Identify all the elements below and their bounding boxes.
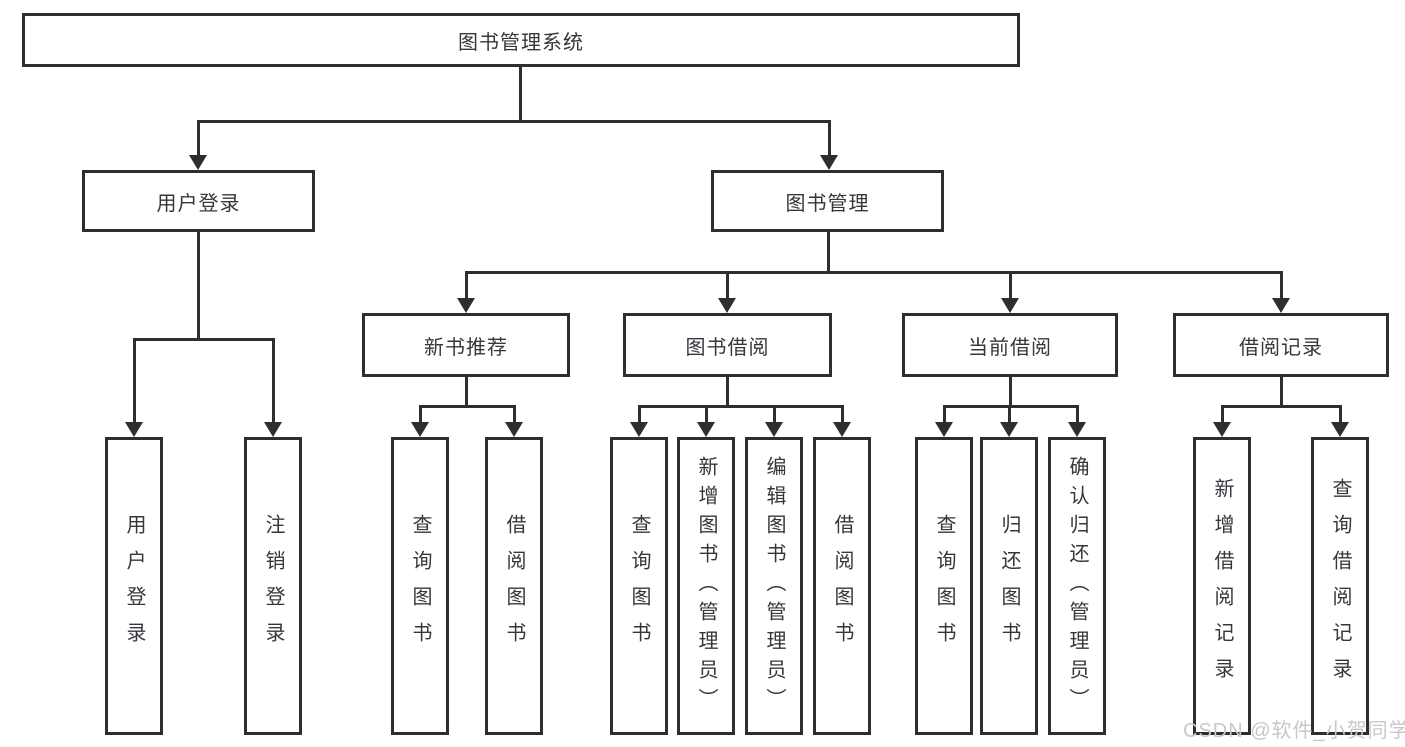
leaf-label: 用户登录	[123, 514, 145, 658]
connector-drop	[513, 405, 516, 424]
node-label: 借阅记录	[1239, 336, 1323, 359]
connector-rail	[419, 405, 516, 408]
leaf-label: 编辑图书（管理员）	[763, 455, 785, 717]
arrowhead-down-icon	[1001, 298, 1019, 313]
node-new-book-recommend: 新书推荐	[362, 313, 570, 377]
connector-rail	[197, 120, 831, 123]
node-label: 图书管理	[785, 192, 870, 215]
arrowhead-down-icon	[505, 422, 523, 437]
arrowhead-down-icon	[833, 422, 851, 437]
connector-drop	[465, 271, 468, 300]
connector-rail	[133, 338, 275, 341]
node-library-management-system: 图书管理系统	[22, 13, 1020, 67]
leaf-confirm-return-admin: 确认归还（管理员）	[1048, 437, 1106, 735]
node-label: 用户登录	[156, 192, 241, 215]
connector-drop	[419, 405, 422, 424]
arrowhead-down-icon	[1272, 298, 1290, 313]
connector-rail	[465, 271, 1283, 274]
arrowhead-down-icon	[765, 422, 783, 437]
leaf-query-book-3: 查询图书	[915, 437, 973, 735]
arrowhead-down-icon	[820, 155, 838, 170]
leaf-edit-book-admin: 编辑图书（管理员）	[745, 437, 803, 735]
leaf-query-book-2: 查询图书	[610, 437, 668, 735]
arrowhead-down-icon	[264, 422, 282, 437]
connector-drop	[638, 405, 641, 424]
leaf-label: 借阅图书	[503, 514, 525, 658]
arrowhead-down-icon	[935, 422, 953, 437]
watermark: CSDN @软件_小贺同学	[1183, 720, 1405, 742]
leaf-query-borrow-record: 查询借阅记录	[1311, 437, 1369, 735]
connector-stem	[197, 232, 200, 341]
node-label: 图书管理系统	[458, 31, 584, 54]
connector-drop	[1008, 405, 1011, 424]
arrowhead-down-icon	[125, 422, 143, 437]
node-label: 新书推荐	[424, 336, 508, 359]
node-book-borrow: 图书借阅	[623, 313, 832, 377]
node-label: 当前借阅	[968, 336, 1052, 359]
leaf-label: 查询图书	[409, 514, 431, 658]
leaf-query-book-1: 查询图书	[391, 437, 449, 735]
node-current-borrow: 当前借阅	[902, 313, 1118, 377]
connector-drop	[272, 338, 275, 424]
connector-stem	[1009, 377, 1012, 408]
leaf-label: 新增借阅记录	[1211, 478, 1233, 694]
connector-stem	[726, 377, 729, 408]
leaf-label: 新增图书（管理员）	[695, 455, 717, 717]
leaf-logout: 注销登录	[244, 437, 302, 735]
connector-stem	[827, 232, 830, 274]
leaf-label: 借阅图书	[831, 514, 853, 658]
connector-rail	[1221, 405, 1342, 408]
leaf-borrow-book-2: 借阅图书	[813, 437, 871, 735]
connector-drop	[943, 405, 946, 424]
leaf-add-borrow-record: 新增借阅记录	[1193, 437, 1251, 735]
connector-drop	[1280, 271, 1283, 300]
leaf-add-book-admin: 新增图书（管理员）	[677, 437, 735, 735]
connector-drop	[1009, 271, 1012, 300]
connector-drop	[197, 120, 200, 157]
node-user-login: 用户登录	[82, 170, 315, 232]
connector-drop	[1339, 405, 1342, 424]
connector-drop	[705, 405, 708, 424]
arrowhead-down-icon	[457, 298, 475, 313]
connector-stem	[465, 377, 468, 408]
connector-rail	[943, 405, 1079, 408]
connector-drop	[726, 271, 729, 300]
leaf-label: 归还图书	[998, 514, 1020, 658]
arrowhead-down-icon	[1331, 422, 1349, 437]
connector-stem	[519, 67, 522, 123]
leaf-label: 确认归还（管理员）	[1066, 455, 1088, 717]
connector-drop	[773, 405, 776, 424]
arrowhead-down-icon	[1068, 422, 1086, 437]
connector-drop	[133, 338, 136, 424]
node-borrow-records: 借阅记录	[1173, 313, 1389, 377]
node-label: 图书借阅	[685, 336, 770, 359]
connector-drop	[841, 405, 844, 424]
leaf-user-login: 用户登录	[105, 437, 163, 735]
connector-drop	[1076, 405, 1079, 424]
connector-drop	[828, 120, 831, 157]
leaf-label: 查询图书	[628, 514, 650, 658]
connector-drop	[1221, 405, 1224, 424]
arrowhead-down-icon	[1213, 422, 1231, 437]
leaf-label: 查询图书	[933, 514, 955, 658]
leaf-label: 注销登录	[262, 514, 284, 658]
node-book-management: 图书管理	[711, 170, 944, 232]
leaf-borrow-book-1: 借阅图书	[485, 437, 543, 735]
leaf-label: 查询借阅记录	[1329, 478, 1351, 694]
arrowhead-down-icon	[697, 422, 715, 437]
leaf-return-book: 归还图书	[980, 437, 1038, 735]
arrowhead-down-icon	[1000, 422, 1018, 437]
connector-stem	[1280, 377, 1283, 408]
connector-rail	[638, 405, 844, 408]
arrowhead-down-icon	[630, 422, 648, 437]
arrowhead-down-icon	[718, 298, 736, 313]
arrowhead-down-icon	[189, 155, 207, 170]
arrowhead-down-icon	[411, 422, 429, 437]
